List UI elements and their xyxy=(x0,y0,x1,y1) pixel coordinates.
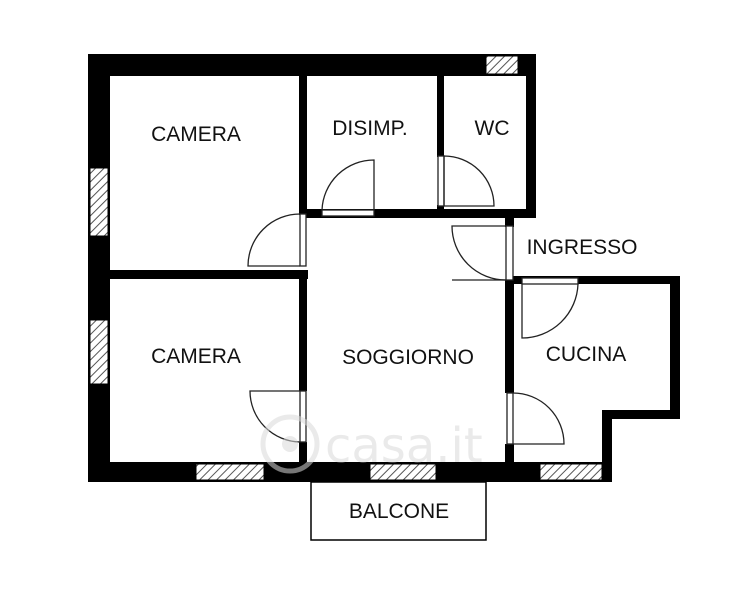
window-bottom-soggiorno xyxy=(369,463,437,481)
label-ingresso: INGRESSO xyxy=(527,236,638,259)
door-cucina-top xyxy=(521,277,579,339)
room-labels: CAMERA DISIMP. WC INGRESSO CAMERA SOGGIO… xyxy=(151,117,637,523)
wall-v-disimp-wc-top xyxy=(437,70,444,157)
wall-left xyxy=(88,54,110,482)
wall-v-camera-bottom xyxy=(299,276,307,391)
label-wc: WC xyxy=(475,117,510,140)
window-left-top xyxy=(89,167,109,237)
wall-v-soggiorno-kitchen xyxy=(505,280,514,393)
wall-v-camera-top xyxy=(299,70,307,215)
balcony-outline xyxy=(310,481,487,541)
wall-kitchen-right xyxy=(670,276,680,419)
wall-top xyxy=(88,54,536,76)
label-camera-top: CAMERA xyxy=(151,123,241,146)
interior-walls xyxy=(100,70,536,467)
watermark-logo-dot-icon xyxy=(282,436,298,452)
wall-camera-divider xyxy=(100,270,308,279)
wall-v-soggiorno-kitchen-end xyxy=(505,444,514,466)
watermark-logo-icon xyxy=(260,414,320,474)
wall-v-soggiorno-right xyxy=(505,211,514,227)
wall-kitchen-top xyxy=(512,276,680,284)
window-bottom-cucina xyxy=(539,463,603,481)
wall-kitchen-step-h xyxy=(605,410,680,419)
watermark: casa.it xyxy=(260,414,483,474)
label-disimpegno: DISIMP. xyxy=(332,117,407,140)
door-wc xyxy=(437,155,495,207)
label-cucina: CUCINA xyxy=(546,343,627,366)
wall-kitchen-step-v xyxy=(602,410,612,482)
label-soggiorno: SOGGIORNO xyxy=(342,346,474,369)
door-ingresso xyxy=(451,225,514,281)
window-bottom-camera xyxy=(195,463,265,481)
windows xyxy=(89,55,603,481)
wall-v-camera-bottom-end xyxy=(299,442,307,467)
window-left-bottom xyxy=(89,319,109,385)
label-balcone: BALCONE xyxy=(349,500,449,523)
door-cucina-side xyxy=(506,392,565,445)
watermark-text: casa.it xyxy=(325,418,483,474)
window-top-right xyxy=(485,55,519,75)
door-disimpegno xyxy=(321,159,375,217)
wall-h-disimp-wc xyxy=(300,209,536,218)
label-camera-bottom: CAMERA xyxy=(151,345,241,368)
wall-wc-right xyxy=(526,54,536,218)
door-camera-top xyxy=(247,213,307,267)
